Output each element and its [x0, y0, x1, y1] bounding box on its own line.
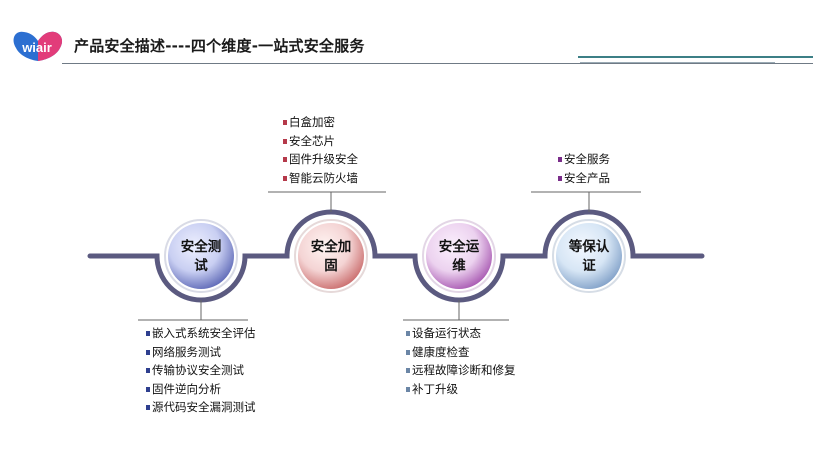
bullet-icon — [146, 405, 150, 411]
bullet-icon — [406, 386, 410, 392]
list-item: 智能云防火墙 — [283, 169, 358, 188]
list-item: 固件升级安全 — [283, 150, 358, 169]
logo-text: wiair — [21, 40, 52, 55]
bubble-label-compliance: 等保认 证 — [558, 238, 620, 276]
list-compliance: 安全服务 安全产品 — [558, 150, 610, 187]
bullet-icon — [283, 120, 287, 125]
bullet-icon — [283, 138, 287, 144]
title-divider — [62, 63, 813, 64]
bullet-icon — [146, 331, 150, 336]
bubble-label-ops-line1: 安全运 — [438, 239, 480, 255]
list-item: 远程故障诊断和修复 — [406, 361, 516, 380]
list-item: 安全产品 — [558, 169, 610, 188]
bullet-icon — [558, 157, 562, 162]
title-accent-line — [578, 56, 813, 58]
list-test: 嵌入式系统安全评估 网络服务测试 传输协议安全测试 固件逆向分析 源代码安全漏洞… — [146, 324, 256, 417]
list-item: 传输协议安全测试 — [146, 361, 256, 380]
bullet-icon — [283, 157, 287, 163]
bullet-icon — [558, 175, 562, 181]
bubble-label-test: 安全测 试 — [170, 238, 232, 276]
bubble-label-ops: 安全运 维 — [428, 238, 490, 276]
bullet-icon — [406, 331, 410, 336]
bubble-label-harden: 安全加 固 — [300, 238, 362, 276]
list-harden: 白盒加密 安全芯片 固件升级安全 智能云防火墙 — [283, 113, 358, 187]
bubble-ops — [422, 219, 496, 293]
list-item: 源代码安全漏洞测试 — [146, 398, 256, 417]
list-item: 安全服务 — [558, 150, 610, 169]
list-item: 固件逆向分析 — [146, 380, 256, 399]
bullet-icon — [146, 368, 150, 374]
bubble-test — [164, 219, 238, 293]
title-accent-line-thin — [580, 62, 775, 63]
list-item: 补丁升级 — [406, 380, 516, 399]
bubble-label-compliance-line2: 证 — [582, 258, 596, 274]
bubble-label-test-line2: 试 — [194, 258, 208, 274]
bubble-harden — [294, 219, 368, 293]
bubble-compliance — [552, 219, 626, 293]
bubble-label-harden-line1: 安全加 — [310, 239, 352, 255]
bullet-icon — [406, 349, 410, 355]
logo: wiair — [8, 30, 66, 62]
timeline-track — [87, 209, 705, 303]
bubble-label-harden-line2: 固 — [324, 258, 338, 274]
bubble-label-compliance-line1: 等保认 — [568, 239, 610, 255]
bubble-label-ops-line2: 维 — [452, 258, 466, 274]
list-item: 嵌入式系统安全评估 — [146, 324, 256, 343]
bubble-label-test-line1: 安全测 — [180, 239, 222, 255]
list-item: 健康度检查 — [406, 343, 516, 362]
list-item: 网络服务测试 — [146, 343, 256, 362]
list-ops: 设备运行状态 健康度检查 远程故障诊断和修复 补丁升级 — [406, 324, 516, 398]
page-title: 产品安全描述----四个维度-一站式安全服务 — [74, 37, 365, 55]
bullet-icon — [283, 175, 287, 181]
list-item: 安全芯片 — [283, 132, 358, 151]
bullet-icon — [406, 368, 410, 374]
bullet-icon — [146, 386, 150, 392]
bullet-icon — [146, 349, 150, 355]
list-item: 设备运行状态 — [406, 324, 516, 343]
list-item: 白盒加密 — [283, 113, 358, 132]
